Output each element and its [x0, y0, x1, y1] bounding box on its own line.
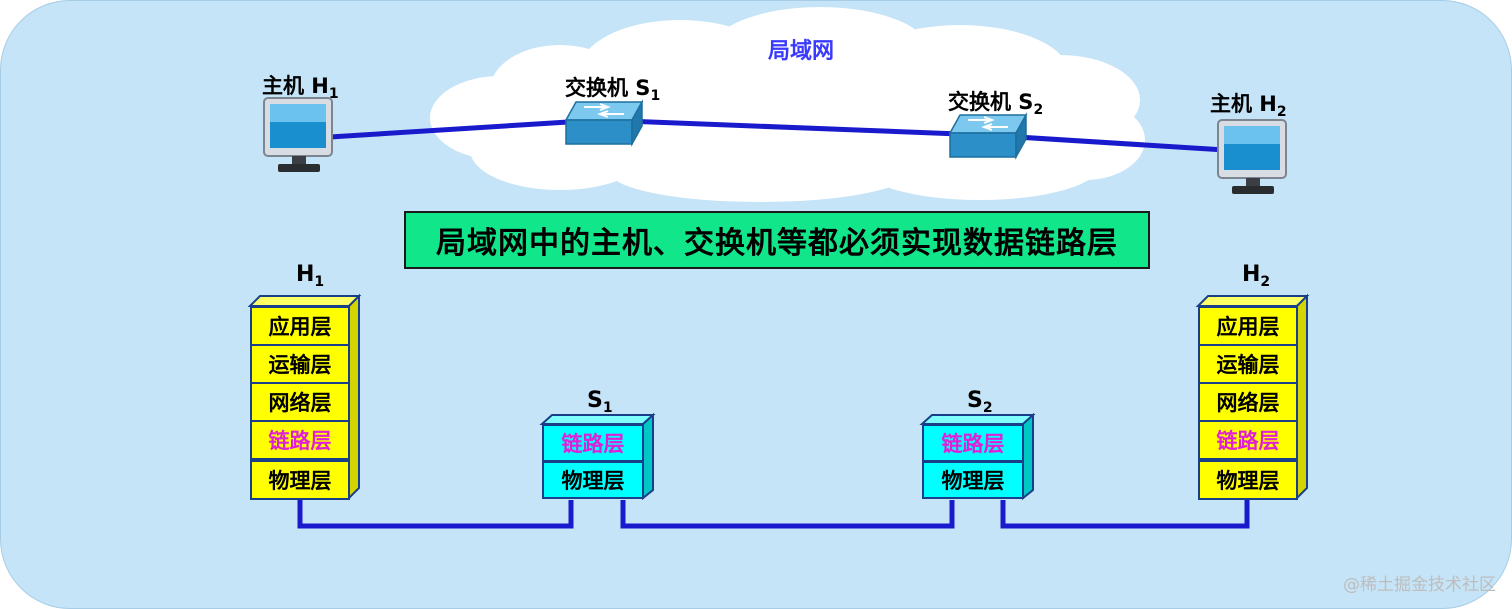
host2-label: 主机 H2 — [1210, 92, 1287, 120]
h2-physical-layer: 物理层 — [1198, 460, 1298, 500]
h2-transport-layer: 运输层 — [1198, 344, 1298, 384]
switch1-label: 交换机 S1 — [565, 76, 661, 104]
switch2-label: 交换机 S2 — [948, 90, 1044, 118]
watermark: @稀土掘金技术社区 — [1343, 575, 1496, 595]
h1-transport-layer: 运输层 — [250, 344, 350, 384]
h1-link-layer: 链路层 — [250, 420, 350, 460]
stack-label-h1: H1 — [296, 262, 325, 290]
lan-label: 局域网 — [768, 39, 835, 64]
switch-icon — [564, 99, 644, 147]
physical-link-lines — [297, 500, 1250, 529]
h1-physical-layer: 物理层 — [250, 460, 350, 500]
banner: 局域网中的主机、交换机等都必须实现数据链路层 — [404, 211, 1150, 269]
h1-network-layer: 网络层 — [250, 382, 350, 422]
stack-3d-faces — [247, 293, 1310, 501]
h2-application-layer: 应用层 — [1198, 306, 1298, 346]
h1-application-layer: 应用层 — [250, 306, 350, 346]
stack-label-h2: H2 — [1242, 262, 1271, 290]
stack-label-s2: S2 — [967, 388, 993, 416]
host-computer-icon — [263, 97, 333, 172]
cloud-icon — [430, 7, 1145, 202]
h2-network-layer: 网络层 — [1198, 382, 1298, 422]
s1-physical-layer: 物理层 — [542, 461, 644, 499]
host1-label: 主机 H1 — [262, 74, 339, 102]
s2-physical-layer: 物理层 — [922, 461, 1024, 499]
host-computer-icon — [1217, 119, 1287, 194]
s1-link-layer: 链路层 — [542, 424, 644, 462]
stack-label-s1: S1 — [587, 388, 613, 416]
s2-link-layer: 链路层 — [922, 424, 1024, 462]
h2-link-layer: 链路层 — [1198, 420, 1298, 460]
lan-link-line — [329, 117, 1226, 153]
switch-icon — [948, 112, 1028, 160]
